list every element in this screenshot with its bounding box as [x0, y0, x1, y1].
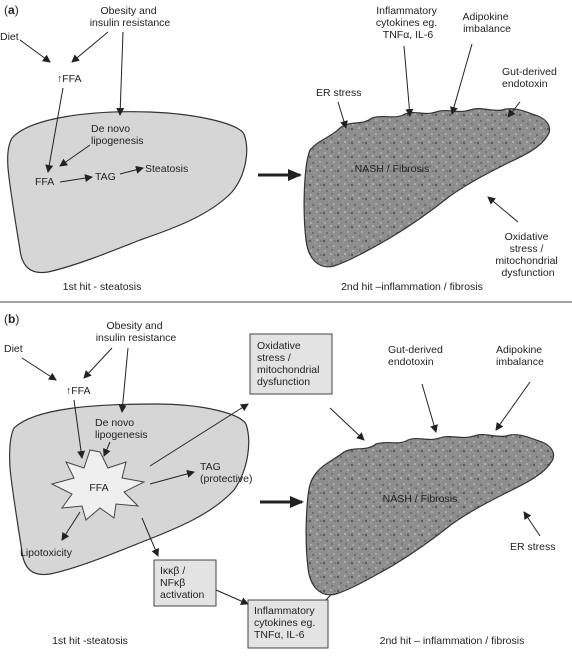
cytokines-box	[247, 599, 329, 649]
arrow-obesity-to-lipogenesis-b	[118, 347, 129, 413]
arrow-diet-to-ffa-b	[21, 357, 57, 381]
oxidative-stress-label-a: Oxidative stress / mitochondrial dysfunc…	[495, 231, 560, 279]
ffa-label: FFA	[35, 176, 54, 188]
ffa-label-b: FFA	[89, 482, 108, 494]
arrow-ffa-to-ikk	[141, 517, 159, 557]
cytokines-label-b: Inflammatory cytokines eg. TNFα, IL-6	[254, 605, 318, 641]
arrow-ffa-to-lipotoxicity	[61, 511, 81, 541]
tag-label: TAG	[95, 171, 116, 183]
arrow-obesity-to-ffa-b	[83, 347, 113, 379]
arrow-cytokines-a	[403, 45, 414, 117]
arrow-adipokine-b	[495, 381, 531, 431]
de-novo-lipogenesis-label-b: De novo lipogenesis	[95, 417, 148, 441]
increased-ffa-label-b: ↑FFA	[66, 385, 91, 397]
diet-label: Diet	[0, 31, 19, 43]
obesity-label-b: Obesity and insulin resistance	[96, 320, 177, 344]
nash-liver-shape-b	[305, 433, 555, 596]
de-novo-lipogenesis-label: De novo lipogenesis	[91, 123, 144, 147]
arrow-er-stress-a	[337, 101, 348, 129]
arrow-obesity-to-ffa	[71, 31, 109, 63]
arrow-tag-to-steatosis	[119, 165, 144, 175]
oxidative-stress-box	[249, 333, 333, 395]
nash-fibrosis-label-b: NASH / Fibrosis	[383, 493, 458, 505]
panel-b-label: (b)	[4, 312, 19, 326]
er-stress-label-a: ER stress	[316, 87, 362, 99]
arrow-oxidative-to-nash	[329, 407, 365, 441]
steatotic-liver-shape	[7, 111, 248, 274]
adipokine-label-b: Adipokine imbalance	[496, 344, 545, 368]
arrow-ffa-to-tag-b	[149, 469, 195, 485]
increased-ffa-label: ↑FFA	[57, 73, 82, 85]
first-hit-label-b: 1st hit -steatosis	[52, 635, 128, 647]
lipotoxicity-label: Lipotoxicity	[20, 547, 73, 559]
arrow-ffa-down	[45, 87, 64, 173]
arrow-lipogenesis-to-starburst	[103, 441, 111, 457]
gut-endotoxin-label-b: Gut-derived endotoxin	[388, 344, 446, 368]
arrow-ffa-to-starburst	[73, 399, 86, 459]
arrow-er-stress-b	[523, 511, 541, 537]
oxidative-stress-label-b: Oxidative stress / mitochondrial dysfunc…	[257, 340, 322, 388]
panel-a: (a) Diet Obesity and insulin resistance …	[0, 3, 560, 293]
gut-endotoxin-label-a: Gut-derived endotoxin	[502, 66, 560, 90]
arrow-gut-endotoxin-a	[507, 101, 521, 118]
arrow-oxidative-a	[487, 196, 519, 223]
cytokines-label-a: Inflammatory cytokines eg. TNFα, IL-6	[376, 5, 440, 41]
second-hit-label-b: 2nd hit – inflammation / fibrosis	[380, 635, 525, 647]
adipokine-label-a: Adipokine imbalance	[462, 11, 511, 35]
arrow-ffa-to-tag	[59, 174, 93, 183]
er-stress-label-b: ER stress	[510, 541, 556, 553]
panel-b: (b) Diet Obesity and insulin resistance …	[4, 312, 556, 649]
ffa-starburst	[50, 449, 146, 521]
arrow-ffa-to-oxidative-box	[149, 403, 249, 467]
arrow-diet-to-ffa	[19, 39, 51, 63]
arrow-gut-endotoxin-b	[421, 383, 438, 433]
steatosis-label: Steatosis	[145, 163, 188, 175]
arrow-adipokine-a	[450, 43, 473, 115]
arrow-lipogenesis-to-ffa	[59, 144, 91, 167]
first-hit-label: 1st hit - steatosis	[63, 281, 142, 293]
arrow-ikk-to-cytokines	[215, 589, 249, 605]
panel-a-label: (a)	[4, 3, 19, 17]
ikk-nfkb-box	[153, 559, 217, 607]
nash-fibrosis-label-a: NASH / Fibrosis	[355, 163, 430, 175]
ikk-nfkb-label: Iκκβ / NFκβ activation	[160, 565, 205, 601]
obesity-label: Obesity and insulin resistance	[90, 5, 171, 29]
diet-label-b: Diet	[4, 343, 23, 355]
second-hit-label-a: 2nd hit –inflammation / fibrosis	[341, 281, 483, 293]
nash-liver-shape-a	[303, 107, 551, 268]
arrow-obesity-to-lipogenesis	[116, 31, 125, 116]
tag-protective-label: TAG (protective)	[200, 461, 253, 485]
